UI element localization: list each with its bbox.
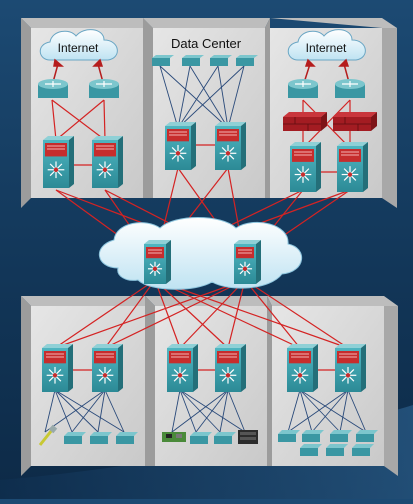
router-icon [335,79,365,98]
server-icon [278,430,300,442]
router-icon [288,79,318,98]
server-icon [214,432,236,444]
server-icon [152,55,174,66]
internet-right-label: Internet [306,41,347,55]
server-icon [356,430,378,442]
server-icon [190,432,212,444]
core-cloud [98,217,303,290]
internet-cloud-left: Internet [39,29,118,61]
cloud-icon [39,29,118,61]
multilayer-switch-icon [165,122,196,170]
internet-left-label: Internet [58,41,99,55]
firewall-icon [333,112,377,131]
uplink-arrows [51,58,351,87]
firewalls [283,112,377,131]
router-icon [38,79,68,98]
multilayer-switch-icon [215,344,246,392]
end-devices [38,424,378,456]
multilayer-switch-icon [215,122,246,170]
server-icon [300,444,322,456]
server-icon [182,55,204,66]
multilayer-switch-icon [144,240,171,284]
server-icon [352,444,374,456]
router-icon [89,79,119,98]
server-icon [326,444,348,456]
firewall-icon [283,112,327,131]
server-icon [210,55,232,66]
multilayer-switch-icon [337,142,368,192]
server-icon [116,432,138,444]
multilayer-switches [42,122,368,392]
multilayer-switch-icon [43,136,74,188]
multilayer-switch-icon [234,240,261,284]
cloud-icon [287,29,366,61]
server-icon [64,432,86,444]
blade-server-icon [238,430,258,444]
multilayer-switch-icon [92,344,123,392]
access-links [44,65,367,433]
multilayer-switch-icon [290,142,321,192]
multilayer-switch-icon [92,136,123,188]
multilayer-switch-icon [287,344,318,392]
server-icon [330,430,352,442]
core-switches [144,240,261,284]
server-icon [90,432,112,444]
cloud-icon [98,217,303,290]
floor-swoosh [0,405,413,499]
data-center-access-switches [152,55,258,66]
network-card-icon [162,432,186,442]
multilayer-switch-icon [167,344,198,392]
cable-icon [38,424,58,446]
internet-cloud-right: Internet [287,29,366,61]
server-icon [302,430,324,442]
multilayer-switch-icon [42,344,73,392]
data-center-label: Data Center [171,36,242,51]
server-icon [236,55,258,66]
routers [38,79,365,98]
multilayer-switch-icon [335,344,366,392]
